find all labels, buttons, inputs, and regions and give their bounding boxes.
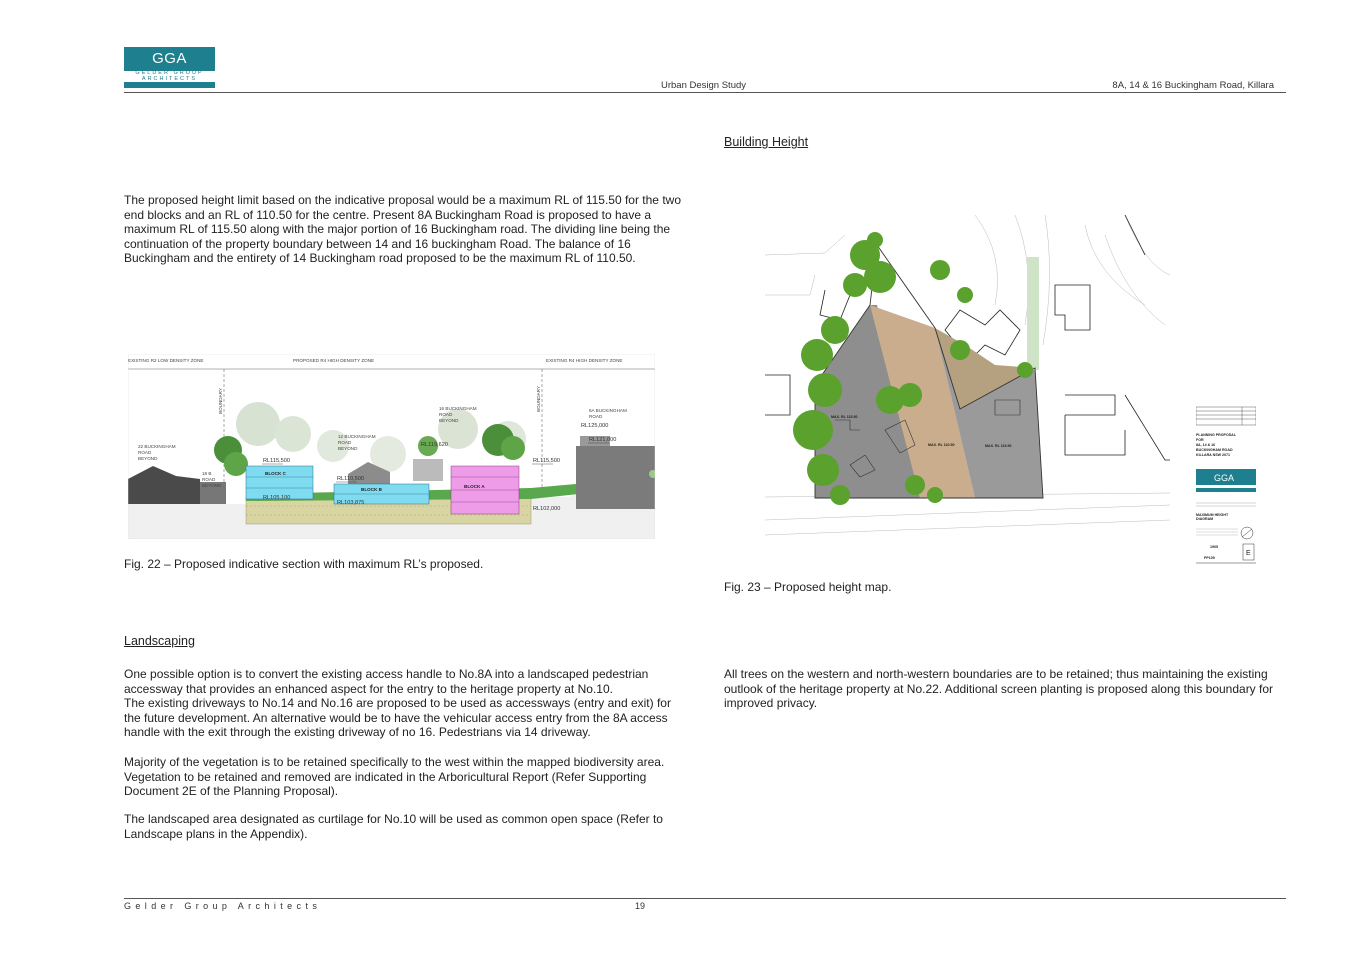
zone-max-rl-110-50-centre	[870, 305, 975, 498]
legend-title-1: PLANNING PROPOSAL	[1196, 433, 1237, 437]
landscaping-heading: Landscaping	[124, 634, 195, 648]
label-12-line3: BEYOND	[338, 446, 358, 451]
block-b-label: BLOCK B	[361, 487, 383, 492]
rl-115500-right: RL115,500	[533, 458, 560, 464]
header-rule	[124, 92, 1286, 93]
drawing-title-block: PLANNING PROPOSAL FOR 8A, 14 & 16 BUCKIN…	[1196, 406, 1256, 564]
rl-103875: RL103,875	[337, 500, 364, 506]
house-16-buckingham	[413, 459, 443, 481]
landscaping-paragraph-1: One possible option is to convert the ex…	[124, 667, 671, 740]
rl-119620: RL119,620	[421, 442, 448, 448]
legend-job-no: 1905	[1210, 545, 1218, 549]
fig23-caption: Fig. 23 – Proposed height map.	[724, 580, 892, 594]
label-22-line3: BEYOND	[138, 456, 158, 461]
map-max-rl-west: MAX. RL 115.50	[831, 415, 858, 419]
house-12-buckingham	[348, 462, 390, 488]
label-12-line1: 12 BUCKINGHAM	[338, 434, 376, 439]
label-18-line3: BEYOND	[202, 483, 222, 488]
section-figure: EXISTING R2 LOW DENSITY ZONE PROPOSED R4…	[128, 354, 655, 539]
gga-logo: GGA GELDER GROUP ARCHITECTS	[124, 47, 215, 89]
green-trees	[214, 424, 655, 478]
legend-diagram-1: MAXIMUM HEIGHT	[1196, 513, 1229, 517]
legend-title-4: BUCKINGHAM ROAD	[1196, 448, 1233, 452]
legend-title-2: FOR	[1196, 438, 1204, 442]
boundary-label-right: BOUNDARY	[536, 386, 541, 412]
map-max-rl-east: MAX. RL 115.50	[985, 444, 1012, 448]
logo-bar	[124, 82, 215, 88]
logo-text: GGA	[124, 47, 215, 71]
label-16-line2: ROAD	[439, 412, 453, 417]
landscaping-paragraph-2: Majority of the vegetation is to be reta…	[124, 755, 665, 799]
house-18-buckingham	[200, 482, 226, 504]
landscaping-paragraph-3: The landscaped area designated as curtil…	[124, 812, 663, 841]
height-map-figure: MAX. RL 115.50 MAX. RL 110.50 MAX. RL 11…	[765, 215, 1170, 536]
block-a-label: BLOCK A	[464, 484, 485, 489]
boundary-label-left: BOUNDARY	[218, 388, 223, 414]
header-document-title: Urban Design Study	[661, 80, 747, 91]
rl-121000: RL121,000	[589, 437, 616, 443]
building-height-heading: Building Height	[724, 135, 809, 149]
zone-right-label: EXISTING R4 HIGH DENSITY ZONE	[546, 358, 623, 363]
label-6a-line1: 6A BUCKINGHAM	[589, 408, 627, 413]
block-b: BLOCK B	[333, 483, 430, 505]
legend-diagram-2: DIAGRAM	[1196, 517, 1213, 521]
block-c-label: BLOCK C	[265, 471, 287, 476]
legend-logo-text: GGA	[1214, 473, 1234, 483]
zone-center-label: PROPOSED R4 HIGH DENSITY ZONE	[293, 358, 374, 363]
logo-subtext: GELDER GROUP ARCHITECTS	[135, 70, 204, 82]
retained-trees	[793, 232, 1033, 505]
rl-110500: RL110,500	[337, 476, 364, 482]
legend-title-3: 8A, 14 & 16	[1196, 443, 1215, 447]
footer-firm-name: Gelder Group Architects	[124, 901, 322, 911]
fig22-caption: Fig. 22 – Proposed indicative section wi…	[124, 557, 484, 571]
trees-retained-paragraph: All trees on the western and north-weste…	[724, 667, 1274, 711]
label-16-line1: 16 BUCKINGHAM	[439, 406, 477, 411]
header-project-address: 8A, 14 & 16 Buckingham Road, Killara	[1112, 80, 1274, 91]
legend-revision: E	[1246, 550, 1251, 557]
page-number: 19	[635, 901, 646, 911]
house-22-buckingham	[128, 466, 200, 504]
rl-125000: RL125,000	[581, 423, 608, 429]
zone-max-rl-115-50-west	[815, 305, 920, 498]
zone-max-rl-115-50-east	[935, 328, 1043, 498]
label-18-line1: 18 B	[202, 471, 211, 476]
height-limit-paragraph: The proposed height limit based on the i…	[124, 193, 681, 266]
building-6a-buckingham	[576, 446, 655, 509]
legend-title-5: KILLARA NSW 2071	[1196, 453, 1230, 457]
legend-drawing-no: PP109	[1204, 556, 1215, 560]
block-c: BLOCK C	[245, 465, 314, 500]
rl-105100: RL105,100	[263, 495, 290, 501]
label-6a-line2: ROAD	[589, 414, 603, 419]
north-point-icon	[1240, 526, 1254, 540]
rl-102000: RL102,000	[533, 506, 560, 512]
rl-115500-left: RL115,500	[263, 458, 290, 464]
footer-rule	[124, 898, 1286, 899]
label-16-line3: BEYOND	[439, 418, 459, 423]
map-max-rl-centre: MAX. RL 110.50	[928, 443, 955, 447]
block-a: BLOCK A	[450, 465, 520, 515]
label-22-line2: ROAD	[138, 450, 152, 455]
label-22-line1: 22 BUCKINGHAM	[138, 444, 176, 449]
label-18-line2: ROAD	[202, 477, 216, 482]
zone-left-label: EXISTING R2 LOW DENSITY ZONE	[128, 358, 203, 363]
label-12-line2: ROAD	[338, 440, 352, 445]
